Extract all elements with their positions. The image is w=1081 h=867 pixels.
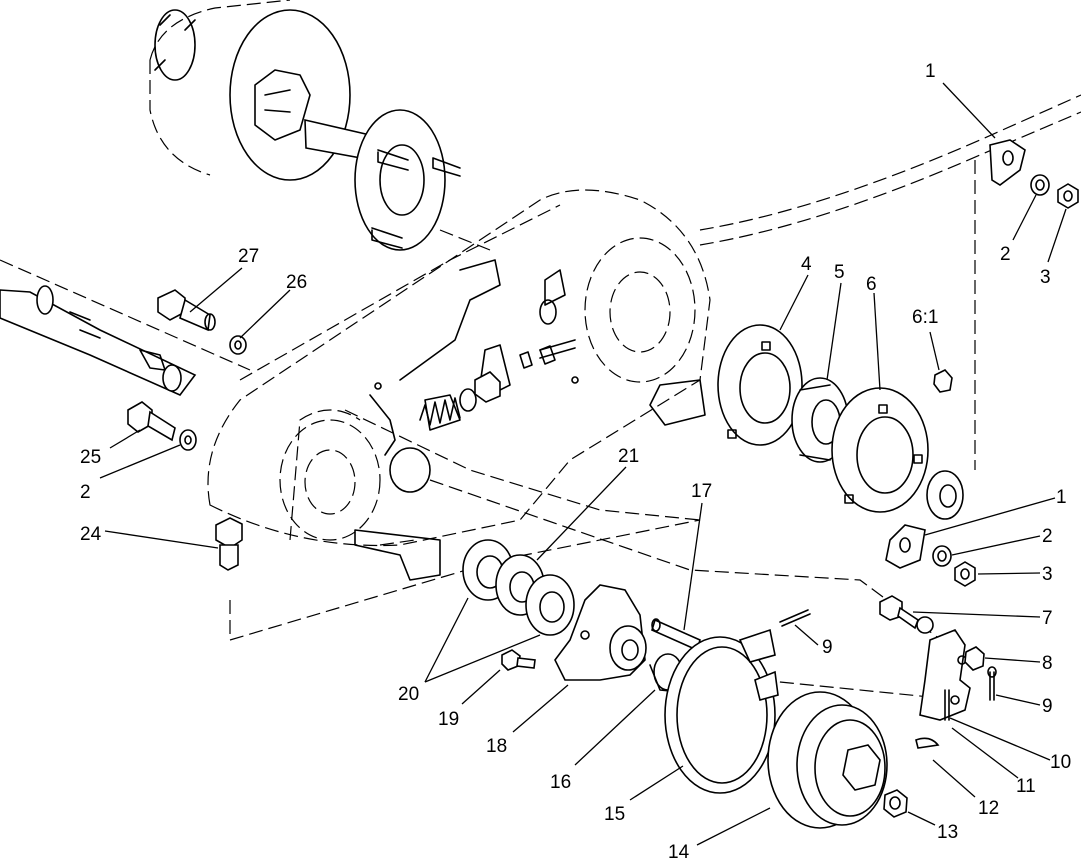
screw-19 xyxy=(501,649,536,671)
bearing-20b xyxy=(525,574,575,636)
cotter-9b xyxy=(987,666,997,701)
callout-19: 19 xyxy=(438,709,459,730)
callout-20: 20 xyxy=(398,684,419,705)
callout-11: 11 xyxy=(1016,776,1036,797)
callout-18: 18 xyxy=(486,736,507,757)
washer-2-top xyxy=(1030,174,1050,196)
shaft xyxy=(0,285,197,396)
callout-6-1: 6:1 xyxy=(912,307,938,328)
callout-16: 16 xyxy=(550,772,571,793)
key-12 xyxy=(915,737,940,749)
callout-labels: 1 2 3 4 5 6 6:1 27 26 25 2 24 21 17 1 2 … xyxy=(80,61,1071,863)
bracket-18 xyxy=(554,584,647,681)
nut-8 xyxy=(964,646,985,671)
nut-3-mid xyxy=(954,561,976,587)
leader-lines xyxy=(99,82,1067,846)
callout-1-mid: 1 xyxy=(1056,487,1067,508)
callout-8: 8 xyxy=(1042,653,1053,674)
motor xyxy=(149,0,491,251)
bracket-10 xyxy=(916,616,971,721)
washer-2-left xyxy=(179,429,197,451)
pulley-14 xyxy=(767,691,888,829)
callout-7: 7 xyxy=(1042,608,1053,629)
callout-9-right: 9 xyxy=(1042,696,1053,717)
cotter-9a xyxy=(779,609,811,627)
callout-12: 12 xyxy=(978,798,999,819)
pin-17 xyxy=(651,618,701,652)
grease-fitting-6-1 xyxy=(933,369,953,393)
callout-5: 5 xyxy=(834,262,845,283)
callout-21: 21 xyxy=(618,446,639,467)
callout-3-mid: 3 xyxy=(1042,564,1053,585)
callout-17: 17 xyxy=(691,481,712,502)
callout-2-mid: 2 xyxy=(1042,526,1053,547)
callout-1-top: 1 xyxy=(925,61,936,82)
callout-9-center: 9 xyxy=(822,637,833,658)
spring-parts xyxy=(419,345,556,426)
flange-4 xyxy=(717,324,803,446)
callout-27: 27 xyxy=(238,246,259,267)
callout-25: 25 xyxy=(80,447,101,468)
callout-14: 14 xyxy=(668,842,690,863)
callout-15: 15 xyxy=(604,804,625,825)
flange-6 xyxy=(831,387,964,520)
bolt-24 xyxy=(215,517,243,571)
clamp-1-top xyxy=(989,139,1026,186)
callout-6: 6 xyxy=(866,274,877,295)
bolt-27 xyxy=(157,289,216,332)
bolt-7 xyxy=(879,595,919,630)
washer-2-mid xyxy=(932,545,952,567)
callout-10: 10 xyxy=(1050,752,1071,773)
callout-24: 24 xyxy=(80,524,102,545)
nut-3-top xyxy=(1057,183,1079,209)
pin-11 xyxy=(944,689,950,721)
band-15 xyxy=(664,628,779,794)
callout-2-top: 2 xyxy=(1000,244,1011,265)
bolt-25 xyxy=(127,401,176,442)
nut-13 xyxy=(883,789,908,818)
callout-26: 26 xyxy=(286,272,307,293)
callout-13: 13 xyxy=(937,822,958,843)
callout-2-left: 2 xyxy=(80,482,91,503)
callout-3-top: 3 xyxy=(1040,267,1051,288)
washer-26 xyxy=(229,335,247,355)
callout-4: 4 xyxy=(801,254,812,275)
clamp-1-mid xyxy=(885,524,926,569)
